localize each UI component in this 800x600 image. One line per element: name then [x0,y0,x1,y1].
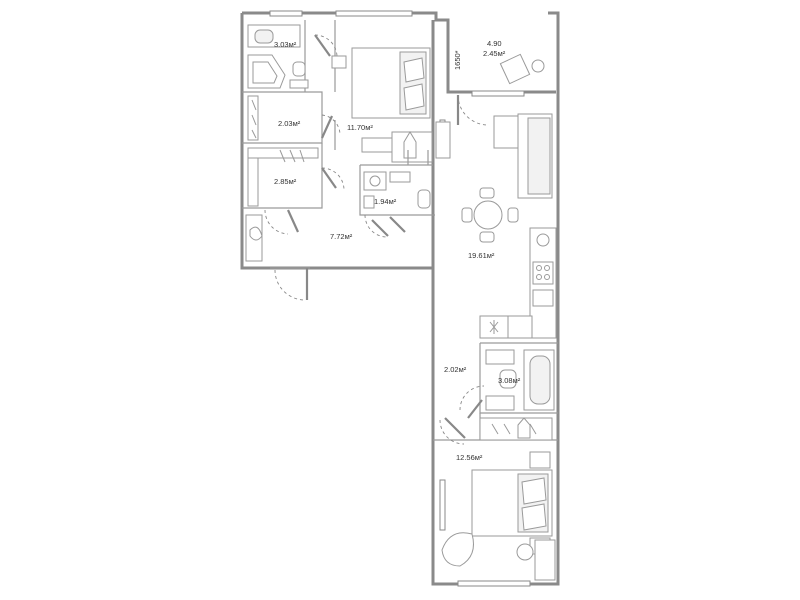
label-corridor: 2.02м² [444,365,467,374]
living-room-furniture [435,113,553,243]
label-living-kitchen: 19.61м² [468,251,495,260]
label-bedroom-2: 12.56м² [456,453,483,462]
closet-shelves [247,95,319,207]
label-bathroom-bottom: 3.08м² [498,376,521,385]
label-bathroom-top: 3.03м² [274,40,297,49]
label-balcony-depth: 1650* [453,50,462,70]
bathroom-bottom-fixtures [485,349,555,411]
label-balcony-area: 2.45м² [483,49,506,58]
bathroom-top-fixtures [247,24,309,89]
bedroom-2-furniture [441,417,556,581]
wc-fixtures [363,150,431,209]
label-closet-1: 2.03м² [278,119,301,128]
label-balcony-width: 4.90 [487,39,502,48]
label-wc: 1.94м² [374,197,397,206]
hall-fixtures [245,214,263,262]
area-labels: 3.03м² 2.03м² 2.85м² 11.70м² 1.94м² 7.72… [274,39,521,462]
label-bedroom-1: 11.70м² [347,123,373,132]
bedroom-1-furniture [331,47,433,163]
label-hallway: 7.72м² [330,232,353,241]
label-closet-2: 2.85м² [274,177,297,186]
kitchen-furniture [479,227,557,339]
doors [264,34,489,445]
balcony-furniture [499,53,545,85]
